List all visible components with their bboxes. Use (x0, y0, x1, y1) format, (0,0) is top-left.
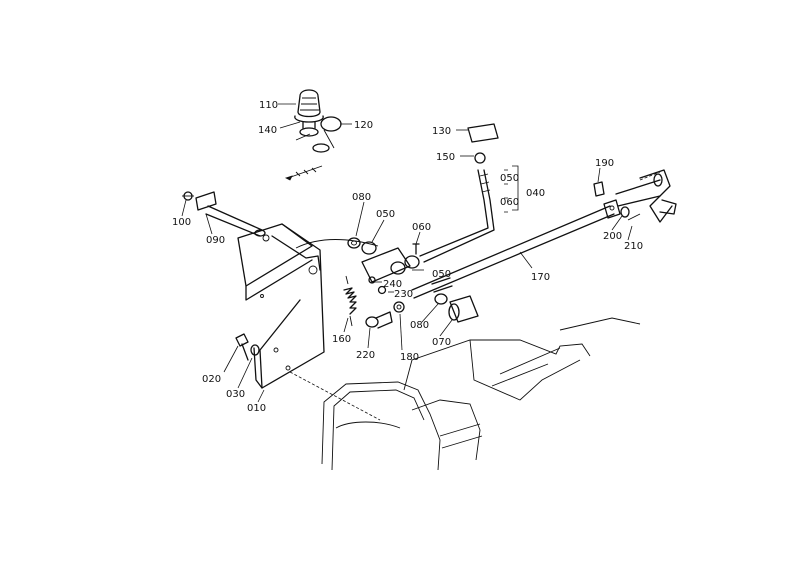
callout-090: 090 (206, 235, 225, 246)
callout-180: 180 (400, 352, 419, 363)
callout-210: 210 (624, 241, 643, 252)
callout-060-top-right: 060 (500, 197, 519, 208)
bushing (434, 293, 479, 323)
right-link (593, 169, 677, 223)
cable (295, 239, 379, 249)
callout-150: 150 (436, 152, 455, 163)
callout-080-lower: 080 (410, 320, 429, 331)
lever-hub (347, 237, 420, 295)
callout-230: 230 (394, 289, 413, 300)
callout-070: 070 (432, 337, 451, 348)
long-rod (411, 199, 621, 299)
callout-110: 110 (259, 100, 278, 111)
knob-assembly (284, 89, 342, 181)
callout-240: 240 (383, 279, 402, 290)
nut (393, 301, 405, 313)
callout-020: 020 (202, 374, 221, 385)
callout-050-top-right: 050 (500, 173, 519, 184)
callout-060-center: 060 (412, 222, 431, 233)
callout-200: 200 (603, 231, 622, 242)
callout-080-upper: 080 (352, 192, 371, 203)
callout-140: 140 (258, 125, 277, 136)
callout-030: 030 (226, 389, 245, 400)
callout-190: 190 (595, 158, 614, 169)
callout-050-upper-center: 050 (376, 209, 395, 220)
callout-050-center: 050 (432, 269, 451, 280)
pin (365, 311, 393, 329)
bolt-washer (235, 333, 260, 361)
tractor-frame (321, 317, 641, 471)
callout-160: 160 (332, 334, 351, 345)
callout-100: 100 (172, 217, 191, 228)
leader-lines (181, 103, 661, 421)
callout-010: 010 (247, 403, 266, 414)
hand-lever (419, 123, 499, 263)
callout-040: 040 (526, 188, 545, 199)
callout-130: 130 (432, 126, 451, 137)
callout-220: 220 (356, 350, 375, 361)
callout-170: 170 (531, 272, 550, 283)
main-bracket (237, 223, 325, 389)
callout-labels: 010 020 030 040 050 050 050 060 060 070 … (172, 100, 643, 414)
spring (343, 275, 357, 327)
left-shaft-arm (182, 191, 266, 237)
callout-120: 120 (354, 120, 373, 131)
